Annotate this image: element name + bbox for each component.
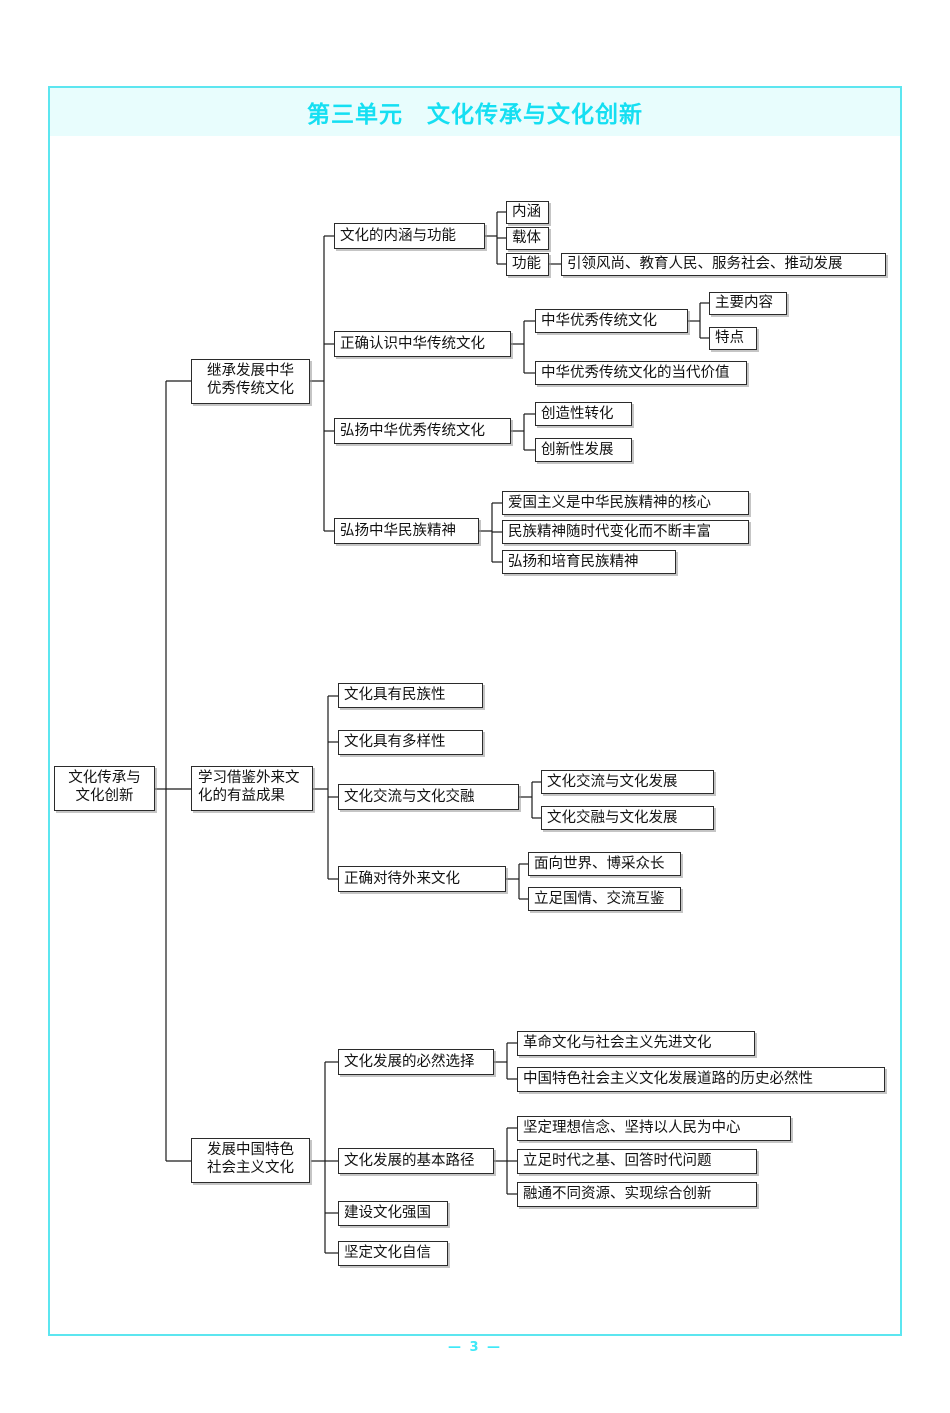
page-title: 第三单元 文化传承与文化创新 (307, 102, 643, 128)
unit-header-band: 第三单元 文化传承与文化创新 (50, 88, 900, 136)
node-b1-function[interactable]: 功能 (506, 253, 549, 276)
node-b2-nationality[interactable]: 文化具有民族性 (338, 683, 483, 708)
node-b1-national-spirit[interactable]: 弘扬中华民族精神 (334, 518, 479, 544)
node-b1-connotation[interactable]: 内涵 (506, 201, 549, 224)
node-b2-blending-development[interactable]: 文化交融与文化发展 (541, 806, 714, 830)
node-b2-base-national[interactable]: 立足国情、交流互鉴 (528, 887, 681, 911)
node-b1-carrier[interactable]: 载体 (506, 227, 549, 250)
node-root[interactable]: 文化传承与 文化创新 (54, 766, 155, 811)
page-number: — 3 — (447, 1340, 503, 1355)
node-b3-inevitable-choice[interactable]: 文化发展的必然选择 (338, 1049, 494, 1075)
node-b3-strong-culture-country[interactable]: 建设文化强国 (338, 1201, 448, 1226)
node-b2-diversity[interactable]: 文化具有多样性 (338, 730, 483, 755)
node-b2-face-world[interactable]: 面向世界、博采众长 (528, 852, 681, 876)
node-b1-culture-connotation-function[interactable]: 文化的内涵与功能 (334, 223, 485, 249)
node-b1-spirit-enrich[interactable]: 民族精神随时代变化而不断丰富 (502, 520, 749, 544)
node-b2-exchange-development[interactable]: 文化交流与文化发展 (541, 770, 714, 794)
node-b1-patriotism-core[interactable]: 爱国主义是中华民族精神的核心 (502, 491, 749, 515)
node-b3-historical-inevitability[interactable]: 中国特色社会主义文化发展道路的历史必然性 (517, 1067, 885, 1092)
node-b1-creative-transformation[interactable]: 创造性转化 (535, 402, 632, 426)
node-branch2[interactable]: 学习借鉴外来文 化的有益成果 (191, 766, 313, 811)
node-b2-treat-foreign[interactable]: 正确对待外来文化 (338, 866, 506, 892)
node-b3-basic-path[interactable]: 文化发展的基本路径 (338, 1148, 494, 1174)
node-b1-function-detail[interactable]: 引领风尚、教育人民、服务社会、推动发展 (561, 253, 886, 276)
node-b1-contemporary-value[interactable]: 中华优秀传统文化的当代价值 (535, 361, 747, 385)
node-b1-main-content[interactable]: 主要内容 (709, 292, 787, 315)
node-b1-understand-tradition[interactable]: 正确认识中华传统文化 (334, 331, 511, 357)
node-b3-cultural-confidence[interactable]: 坚定文化自信 (338, 1241, 448, 1266)
node-b1-excellent-tradition[interactable]: 中华优秀传统文化 (535, 309, 688, 333)
node-b3-integrate-resources[interactable]: 融通不同资源、实现综合创新 (517, 1182, 757, 1207)
node-b1-promote-tradition[interactable]: 弘扬中华优秀传统文化 (334, 418, 511, 444)
node-branch3[interactable]: 发展中国特色 社会主义文化 (191, 1138, 310, 1183)
node-b1-innovative-development[interactable]: 创新性发展 (535, 438, 632, 462)
node-b1-cultivate-spirit[interactable]: 弘扬和培育民族精神 (502, 550, 676, 574)
node-b3-base-era[interactable]: 立足时代之基、回答时代问题 (517, 1149, 757, 1174)
node-b1-characteristics[interactable]: 特点 (709, 327, 757, 350)
node-b2-exchange-blending[interactable]: 文化交流与文化交融 (338, 784, 519, 810)
node-branch1[interactable]: 继承发展中华 优秀传统文化 (191, 359, 310, 404)
node-b3-revolutionary-culture[interactable]: 革命文化与社会主义先进文化 (517, 1031, 755, 1056)
node-b3-firm-ideal[interactable]: 坚定理想信念、坚持以人民为中心 (517, 1116, 791, 1141)
